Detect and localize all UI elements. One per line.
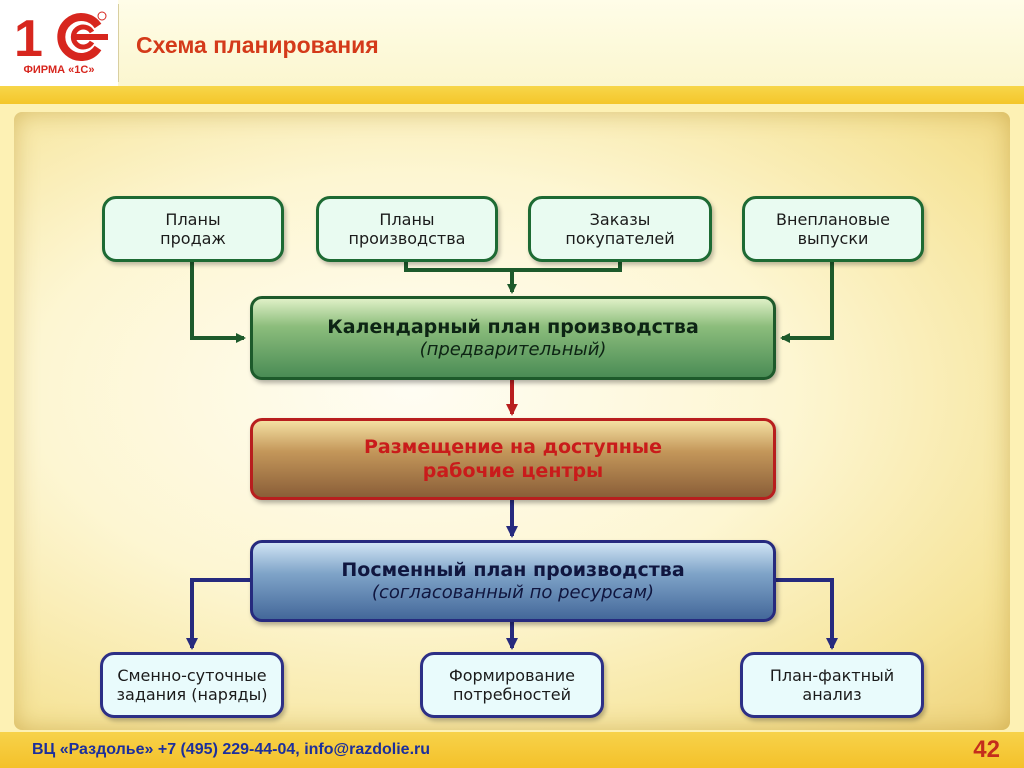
footer-contact: ВЦ «Раздолье» +7 (495) 229-44-04, info@r…	[32, 741, 431, 758]
logo-caption: ФИРМА «1С»	[23, 64, 95, 76]
page-title: Схема планирования	[136, 32, 379, 58]
arrow-production-plans	[404, 262, 517, 294]
shift-plan-title: Посменный план производства	[341, 559, 685, 581]
arrow-customer-orders	[512, 262, 622, 272]
source-box: Внеплановые выпуски	[742, 196, 924, 262]
1c-logo-icon: 1	[14, 10, 108, 62]
header-band	[0, 86, 1024, 104]
placement-line1: Размещение на доступные	[364, 436, 662, 458]
output-box: Сменно-суточные задания (наряды)	[100, 652, 284, 718]
page-number: 42	[973, 736, 1000, 763]
placement-line2: рабочие центры	[422, 460, 604, 482]
placement-box: Размещение на доступные рабочие центры	[250, 418, 776, 500]
footer: ВЦ «Раздолье» +7 (495) 229-44-04, info@r…	[0, 732, 1024, 768]
arrow-to-shift-tasks	[186, 578, 250, 650]
output-box: План-фактный анализ	[740, 652, 924, 718]
arrow-to-plan-fact	[774, 578, 838, 650]
source-box: Планы продаж	[102, 196, 284, 262]
arrow-sales-plan	[190, 262, 246, 343]
logo: 1 ФИРМА «1С»	[0, 0, 118, 86]
shift-plan-box: Посменный план производства (согласованн…	[250, 540, 776, 622]
calendar-plan-subtitle: (предварительный)	[419, 339, 607, 360]
shift-plan-subtitle: (согласованный по ресурсам)	[371, 582, 655, 603]
arrow-unplanned	[780, 262, 834, 343]
source-box: Заказы покупателей	[528, 196, 712, 262]
svg-text:1: 1	[14, 10, 43, 62]
calendar-plan-box: Календарный план производства (предварит…	[250, 296, 776, 380]
header: 1 ФИРМА «1С» Схема планирования	[0, 0, 1024, 86]
calendar-plan-title: Календарный план производства	[327, 316, 699, 338]
source-box: Планы производства	[316, 196, 498, 262]
output-box: Формирование потребностей	[420, 652, 604, 718]
logo-divider	[118, 4, 119, 82]
